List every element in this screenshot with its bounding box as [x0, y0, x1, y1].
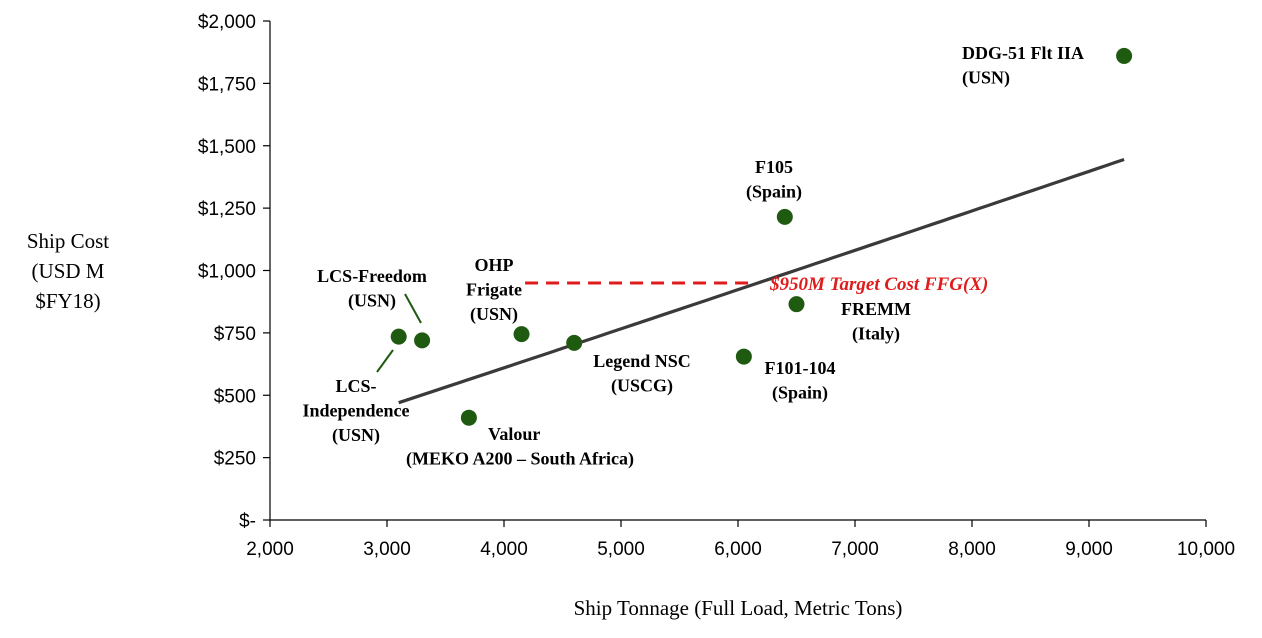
x-tick-label: 5,000	[597, 539, 645, 560]
point-label: LCS-	[335, 376, 376, 396]
x-tick-label: 3,000	[363, 539, 411, 560]
x-tick-label: 10,000	[1177, 539, 1235, 560]
axis-titles: Ship Tonnage (Full Load, Metric Tons) Shi…	[27, 229, 903, 620]
x-tick-label: 6,000	[714, 539, 762, 560]
y-tick-label: $1,500	[198, 137, 256, 158]
point-label: F105	[755, 157, 793, 177]
point-label: FREMM	[841, 299, 911, 319]
y-tick-label: $500	[214, 386, 256, 407]
data-point	[460, 409, 477, 426]
x-tick-label: 7,000	[831, 539, 879, 560]
data-points	[390, 47, 1133, 426]
point-label: DDG-51 Flt IIA	[962, 43, 1084, 63]
point-label: Independence	[302, 401, 409, 421]
point-label: (Italy)	[852, 324, 900, 345]
point-label: (USCG)	[611, 376, 673, 397]
point-label: (MEKO A200 – South Africa)	[406, 449, 634, 470]
y-axis-title: Ship Cost	[27, 229, 109, 253]
trend-line	[398, 157, 1125, 405]
data-point	[390, 328, 407, 345]
point-label: (Spain)	[746, 182, 802, 203]
axes	[263, 20, 1207, 527]
x-tick-label: 9,000	[1065, 539, 1113, 560]
data-point	[776, 208, 793, 225]
target-line-group: $950M Target Cost FFG(X)	[525, 274, 988, 295]
leader-line	[404, 293, 422, 324]
y-tick-label: $2,000	[198, 12, 256, 33]
point-label: F101-104	[765, 358, 836, 378]
tick-labels: $- $250 $500 $750 $1,000 $1,250 $1,500 $1,750 $2…	[198, 12, 1235, 560]
trend-line-group	[398, 157, 1125, 405]
data-point	[1116, 47, 1133, 64]
y-tick-label: $1,250	[198, 199, 256, 220]
data-point	[513, 326, 530, 343]
y-tick-label: $-	[239, 511, 256, 532]
data-point	[566, 334, 583, 351]
y-axis-title: $FY18)	[35, 289, 100, 313]
point-label: Frigate	[466, 280, 522, 300]
y-tick-label: $250	[214, 449, 256, 470]
x-axis-title: Ship Tonnage (Full Load, Metric Tons)	[574, 596, 903, 620]
data-point	[414, 332, 431, 349]
y-tick-label: $1,750	[198, 74, 256, 95]
point-label: (USN)	[470, 304, 518, 325]
data-point	[735, 348, 752, 365]
point-label: (Spain)	[772, 383, 828, 404]
point-label: (USN)	[348, 291, 396, 312]
y-tick-label: $750	[214, 324, 256, 345]
point-label: Valour	[488, 424, 540, 444]
y-axis-title: (USD M	[32, 259, 105, 283]
point-labels: LCS- Independence (USN) LCS-Freedom (USN) OHP…	[302, 43, 1084, 470]
target-cost-label: $950M Target Cost FFG(X)	[769, 274, 988, 295]
point-label: (USN)	[962, 68, 1010, 89]
y-tick-label: $1,000	[198, 262, 256, 283]
point-label: OHP	[475, 255, 514, 275]
point-label: Legend NSC	[593, 351, 691, 371]
leader-line	[376, 349, 394, 373]
point-label: (USN)	[332, 425, 380, 446]
x-tick-label: 2,000	[246, 539, 294, 560]
x-tick-label: 4,000	[480, 539, 528, 560]
data-point	[788, 296, 805, 313]
point-label: LCS-Freedom	[317, 266, 427, 286]
x-tick-label: 8,000	[948, 539, 996, 560]
